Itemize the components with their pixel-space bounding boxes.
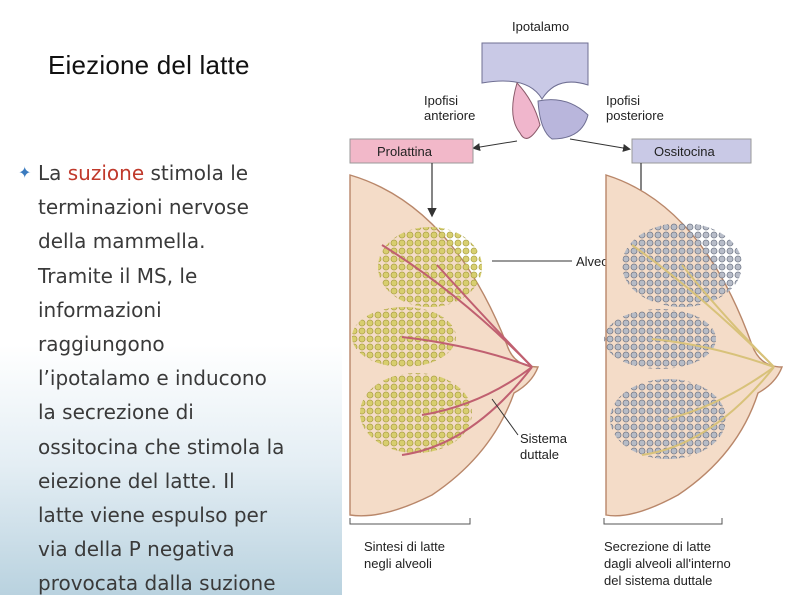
bullet-first-line: La suzione stimola le [38,156,248,190]
prolactin-label: Prolattina [377,144,433,159]
bullet-icon: ✦ [18,163,32,182]
posterior-pituitary-label-2: posteriore [606,108,664,123]
body-line: latte viene espulso per [38,503,268,528]
anterior-pituitary-label-2: anteriore [424,108,475,123]
slide-body: ✦ La suzione stimola le terminazioni ner… [18,156,328,601]
body-line: raggiungono [38,332,165,357]
oxytocin-box: Ossitocina [631,138,752,164]
body-line: terminazioni nervose [38,195,249,220]
caption-right-3: del sistema duttale [604,573,712,588]
bullet-item: ✦ La suzione stimola le [18,156,328,190]
body-line: ossitocina che stimola la [38,434,285,459]
body-line: la secrezione di [38,400,194,425]
duct-system-label-1: Sistema [520,431,568,446]
lactation-diagram: Ipotalamo Ipofisi anteriore Ipofisi post… [342,15,794,595]
body-line: della mammella. [38,229,206,254]
body-line-1-rest: stimola le [144,161,249,185]
body-line: Tramite il MS, le [38,263,198,288]
anterior-pituitary-label-1: Ipofisi [424,93,458,108]
caption-left-2: negli alveoli [364,556,432,571]
breast-right-illustration [604,174,784,517]
highlight-word: suzione [67,161,145,185]
caption-left-1: Sintesi di latte [364,539,445,554]
body-prefix: La [38,161,68,185]
body-line: eiezione del latte. Il [38,468,235,493]
slide-title: Eiezione del latte [48,50,250,80]
body-line: l’ipotalamo e inducono [38,366,267,391]
prolactin-box: Prolattina [349,138,474,164]
pituitary-illustration: Ipotalamo Ipofisi anteriore Ipofisi post… [424,19,664,152]
bullet-continuation: terminazioni nervose della mammella. Tra… [18,190,328,600]
body-line: via della P negativa [38,537,235,562]
body-line: provocata dalla suzione [38,571,276,596]
oxytocin-label: Ossitocina [654,144,715,159]
posterior-pituitary-label-1: Ipofisi [606,93,640,108]
duct-system-label-2: duttale [520,447,559,462]
caption-right-1: Secrezione di latte [604,539,711,554]
breast-left-illustration: Alveolo [349,174,619,517]
caption-right-2: dagli alveoli all'interno [604,556,731,571]
diagram-svg: Ipotalamo Ipofisi anteriore Ipofisi post… [349,19,784,588]
body-line: informazioni [38,297,162,322]
hypothalamus-label: Ipotalamo [512,19,569,34]
